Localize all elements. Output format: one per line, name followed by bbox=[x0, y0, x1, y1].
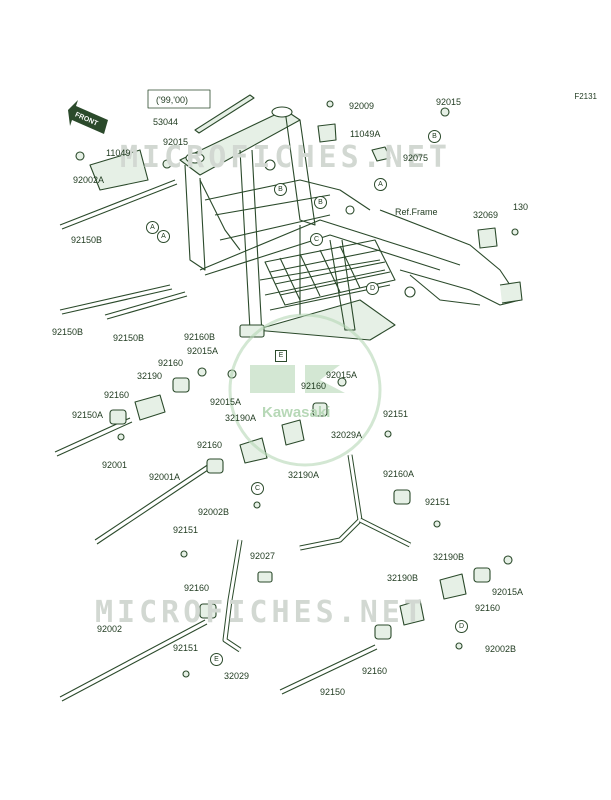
part-label: 92160 bbox=[301, 381, 327, 391]
logo-text: Kawasaki bbox=[262, 404, 331, 421]
part-label: 92151 bbox=[173, 525, 199, 535]
callout-tag: B bbox=[274, 183, 287, 196]
part-label: 92160 bbox=[104, 390, 130, 400]
callout-tag: A bbox=[157, 230, 170, 243]
part-label: 32190A bbox=[288, 470, 320, 480]
callout-tag: D bbox=[455, 620, 468, 633]
part-label: 92015 bbox=[436, 97, 462, 107]
part-label: 92160 bbox=[475, 603, 501, 613]
ref-frame-label: Ref.Frame bbox=[395, 207, 438, 217]
part-label: 92150A bbox=[72, 410, 104, 420]
years-note: ('99,'00) bbox=[156, 95, 188, 105]
callout-tag: C bbox=[310, 233, 323, 246]
part-label: 32190A bbox=[225, 413, 257, 423]
part-label: 11049A bbox=[350, 129, 381, 139]
kawasaki-logo-icon bbox=[228, 313, 382, 467]
callout-tag: D bbox=[366, 282, 379, 295]
part-label: 92160B bbox=[184, 332, 216, 342]
part-label: 92150B bbox=[52, 327, 84, 337]
part-label: 53044 bbox=[153, 117, 179, 127]
part-label: 92160 bbox=[184, 583, 210, 593]
frame-assembly bbox=[54, 89, 523, 702]
part-label: 92151 bbox=[383, 409, 409, 419]
part-label: 92002B bbox=[198, 507, 230, 517]
part-label: 92160A bbox=[383, 469, 415, 479]
part-label: 92002A bbox=[73, 175, 105, 185]
part-label: 92015A bbox=[492, 587, 524, 597]
part-label: 92001A bbox=[149, 472, 181, 482]
part-label: 92015 bbox=[163, 137, 189, 147]
part-label: 130 bbox=[513, 202, 529, 212]
part-label: 92002B bbox=[485, 644, 517, 654]
part-label: 92001 bbox=[102, 460, 128, 470]
watermark-bottom: MICROFICHES.NET bbox=[95, 595, 426, 630]
part-label: 32029A bbox=[331, 430, 363, 440]
figure-id: F2131 bbox=[574, 92, 597, 101]
part-label: 92002 bbox=[97, 624, 123, 634]
callout-tag: B bbox=[428, 130, 441, 143]
front-arrow-icon bbox=[68, 100, 108, 134]
part-label: 32190 bbox=[137, 371, 163, 381]
part-label: 92027 bbox=[250, 551, 276, 561]
callout-tag: C bbox=[251, 482, 264, 495]
part-label: 92150 bbox=[320, 687, 346, 697]
part-label: 32190B bbox=[433, 552, 465, 562]
part-label: 92151 bbox=[425, 497, 451, 507]
part-label: 92075 bbox=[403, 153, 429, 163]
callout-tag: A bbox=[374, 178, 387, 191]
part-label: 32069 bbox=[473, 210, 499, 220]
callout-tag: A bbox=[146, 221, 159, 234]
callout-tag: E bbox=[275, 350, 287, 362]
part-label: 92009 bbox=[349, 101, 375, 111]
part-label: 92160 bbox=[158, 358, 184, 368]
part-label: 92015A bbox=[210, 397, 242, 407]
part-label: 92150B bbox=[71, 235, 103, 245]
part-label: 92160 bbox=[362, 666, 388, 676]
part-label: 32029 bbox=[224, 671, 250, 681]
part-label: 11049 bbox=[106, 148, 131, 158]
callout-tag: E bbox=[210, 653, 223, 666]
part-label: 92151 bbox=[173, 643, 199, 653]
part-label: 92015A bbox=[326, 370, 358, 380]
watermark-top: MICROFICHES.NET bbox=[120, 140, 451, 175]
part-label: 32190B bbox=[387, 573, 419, 583]
part-label: 92160 bbox=[197, 440, 223, 450]
callout-tag: B bbox=[314, 196, 327, 209]
part-label: 92015A bbox=[187, 346, 219, 356]
part-label: 92150B bbox=[113, 333, 145, 343]
